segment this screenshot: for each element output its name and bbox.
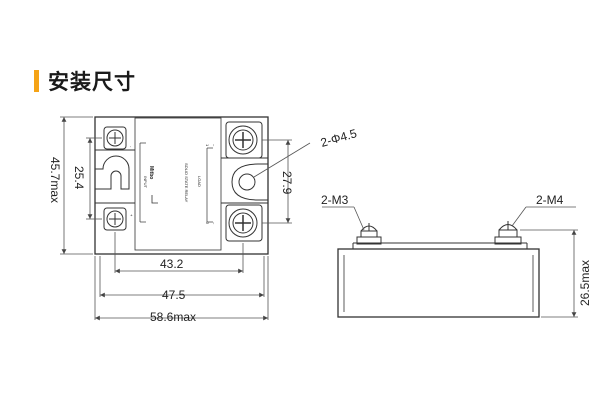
dim-pin-spacing: 25.4	[72, 166, 86, 190]
top-view-labels: Mitbo INPUT SOLID STATE RELAY LOAD - + ~…	[129, 144, 216, 225]
input-label: INPUT	[143, 176, 148, 189]
dim-hole-spacing: 43.2	[160, 257, 184, 271]
dim-side-height: 26.5max	[578, 260, 592, 306]
terminal-tilde-top-label: ~	[211, 144, 216, 147]
dim-input-screw: 2-M3	[321, 193, 349, 207]
side-view	[337, 221, 540, 318]
product-label: SOLID STATE RELAY	[184, 163, 189, 203]
terminal-tilde-bottom-label: ~	[211, 222, 216, 225]
top-view	[94, 116, 269, 255]
terminal-two-label: 2	[205, 222, 210, 225]
dim-load-screw: 2-M4	[536, 193, 564, 207]
side-screw-m3-icon	[356, 223, 382, 245]
load-screw-top-icon	[225, 121, 263, 159]
side-screw-m4-icon	[494, 221, 522, 245]
load-screw-bottom-icon	[225, 204, 263, 242]
input-screw-top-icon	[103, 126, 127, 150]
dim-body-inner-width: 47.5	[162, 288, 186, 302]
relay-body-outline	[94, 116, 269, 255]
label-panel	[134, 117, 222, 251]
mounting-slot-left	[95, 155, 130, 190]
brand-label: Mitbo	[148, 166, 154, 179]
section-title: 安装尺寸	[48, 70, 136, 94]
header-accent-bar	[34, 70, 39, 92]
dim-mount-hole: 2-Φ4.5	[319, 126, 359, 150]
dim-overall-height: 45.7max	[48, 157, 62, 203]
terminal-one-label: 1	[205, 144, 210, 147]
dim-overall-width: 58.6max	[150, 310, 196, 324]
side-housing	[337, 248, 540, 318]
mounting-hole-right	[231, 163, 268, 201]
side-view-dimensions	[322, 206, 578, 318]
input-screw-bottom-icon	[103, 207, 127, 231]
load-label: LOAD	[197, 176, 202, 187]
terminal-plus-label: +	[129, 214, 134, 217]
terminal-minus-label: -	[129, 146, 134, 148]
dim-mount-spacing: 27.9	[280, 171, 294, 195]
top-view-dimensions	[60, 116, 311, 321]
